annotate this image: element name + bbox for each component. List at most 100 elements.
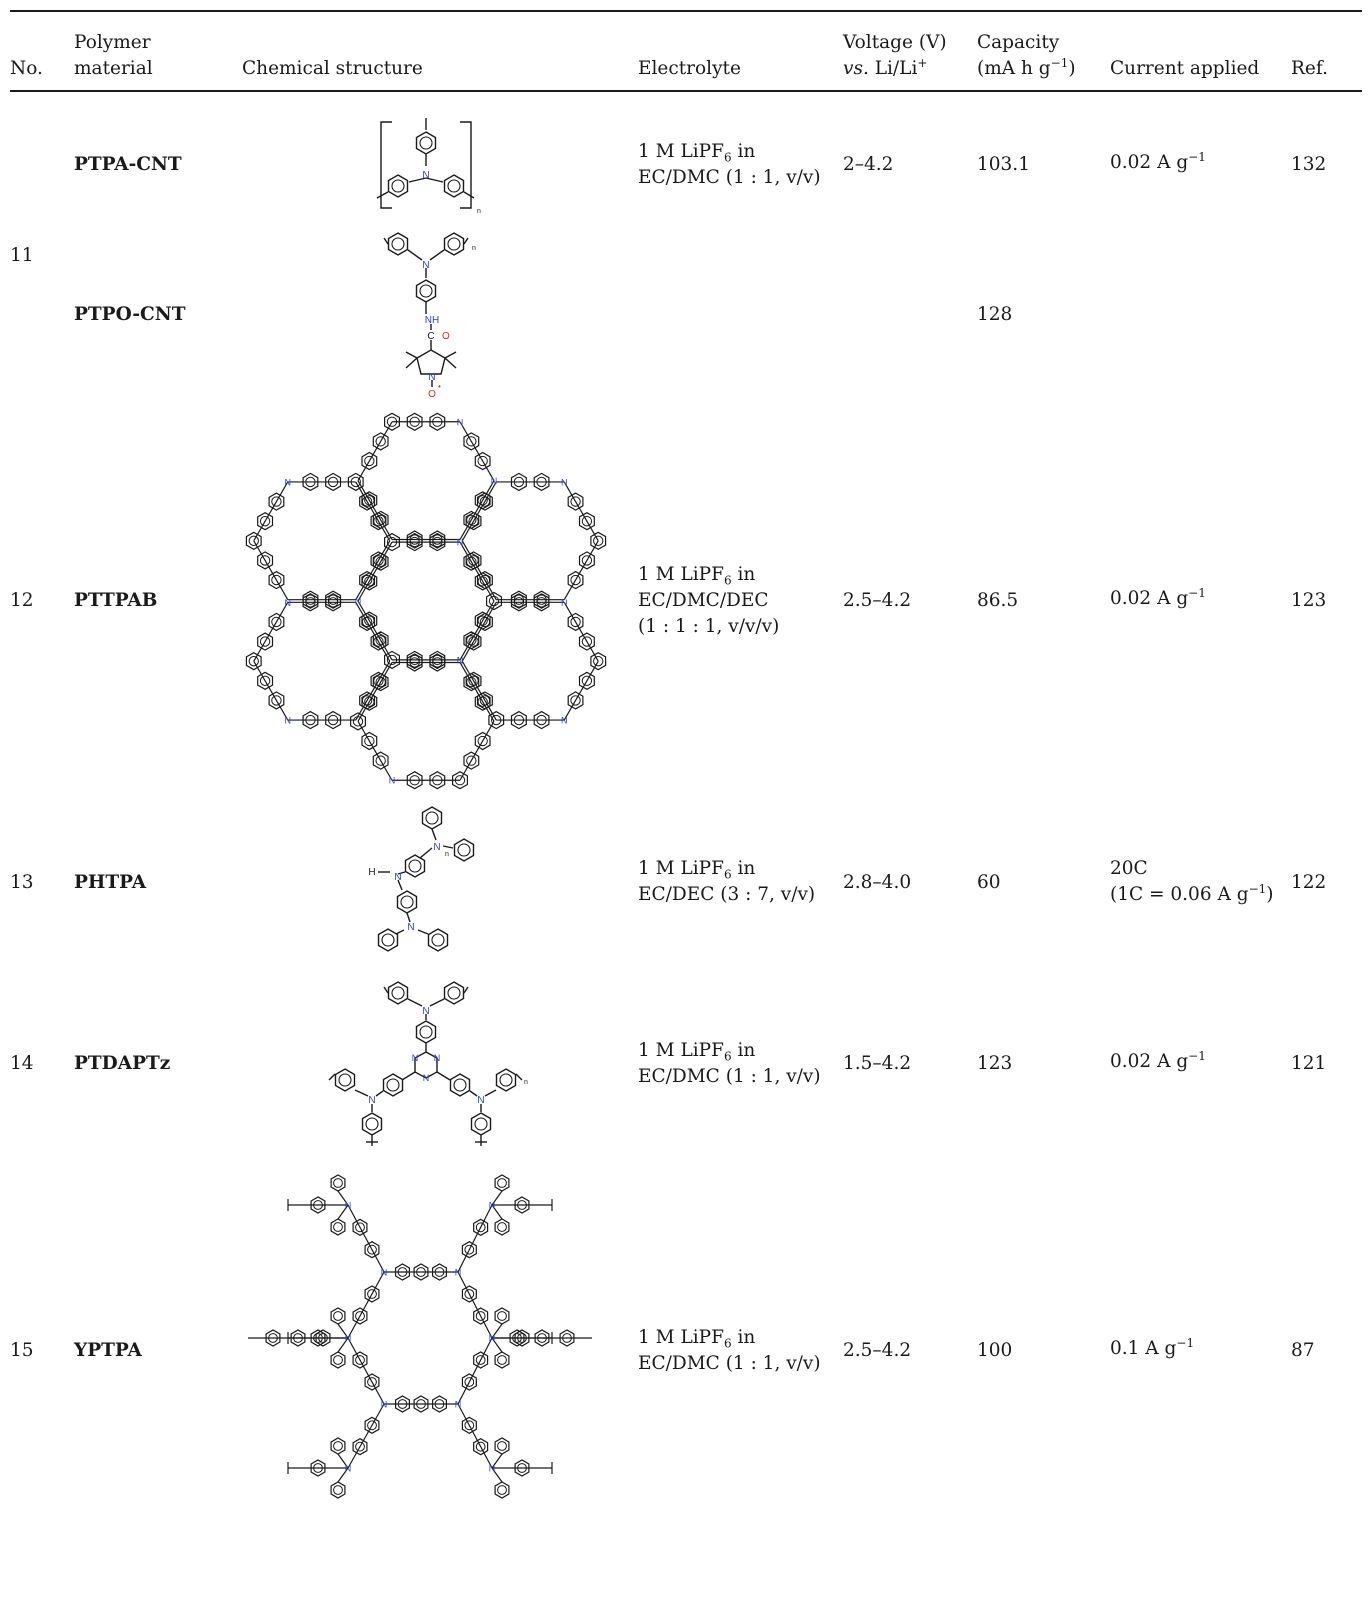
row-number: 13	[10, 872, 34, 893]
voltage-cell: 2.5–4.2	[843, 1340, 912, 1361]
atom-n: N	[434, 1053, 441, 1063]
atom-subscript: n	[524, 1079, 528, 1086]
header-voltage: Voltage (V) vs. Li/Li+	[843, 32, 947, 79]
aromatic-circle	[513, 714, 525, 726]
aromatic-circle	[409, 536, 420, 548]
bond	[347, 1337, 385, 1405]
aromatic-circle	[386, 416, 398, 427]
aromatic-circle	[333, 1311, 343, 1321]
polymer-name: PTPO-CNT	[74, 304, 186, 325]
bond	[563, 540, 599, 601]
capacity-cell: 60	[977, 872, 1001, 893]
benzene-ring	[265, 1329, 281, 1347]
bond	[457, 1271, 493, 1339]
aromatic-circle	[361, 695, 373, 706]
bond	[563, 660, 599, 721]
aromatic-circle	[593, 535, 604, 546]
aromatic-circle	[355, 1311, 365, 1321]
structure-phtpa	[377, 806, 475, 952]
benzene-ring	[590, 531, 607, 550]
aromatic-circle	[352, 716, 364, 727]
benzene-ring	[330, 1481, 346, 1499]
benzene-ring	[567, 570, 584, 590]
aromatic-circle	[248, 535, 259, 546]
benzene-ring	[302, 590, 319, 609]
aromatic-circle	[475, 1311, 486, 1321]
benzene-ring	[494, 1481, 510, 1499]
aromatic-circle	[517, 1200, 527, 1210]
atom-n: N	[285, 477, 292, 487]
capacity-cell: 100	[977, 1340, 1013, 1361]
bond	[459, 721, 495, 781]
bond	[457, 1337, 493, 1405]
benzene-ring	[578, 551, 595, 570]
aromatic-circle	[464, 1289, 475, 1299]
ref-cell: 123	[1291, 590, 1327, 611]
capacity-cell: 86.5	[977, 590, 1019, 611]
atom-n: N	[457, 655, 464, 665]
benzene-ring	[578, 632, 595, 651]
aromatic-circle	[259, 555, 271, 566]
benzene-ring	[461, 1285, 477, 1303]
benzene-ring	[514, 1196, 530, 1214]
aromatic-circle	[536, 597, 547, 608]
bond	[461, 601, 497, 662]
aromatic-circle	[581, 675, 593, 686]
benzene-ring	[567, 492, 584, 511]
benzene-ring	[452, 771, 468, 790]
benzene-ring	[486, 591, 502, 611]
benzene-ring	[325, 710, 342, 730]
aromatic-circle	[454, 775, 466, 786]
atom-n: N	[423, 1073, 430, 1083]
aromatic-circle	[409, 657, 420, 668]
benzene-ring	[359, 691, 376, 710]
benzene-ring	[509, 1329, 525, 1347]
aromatic-circle	[373, 675, 384, 686]
benzene-ring	[510, 472, 527, 492]
benzene-ring	[406, 530, 423, 549]
benzene-ring	[488, 710, 505, 730]
aromatic-circle	[409, 416, 420, 427]
electrolyte-cell: 1 M LiPF6 in EC/DMC (1 : 1, v/v)	[638, 141, 821, 188]
atom-n: N	[422, 1006, 429, 1017]
aromatic-circle	[364, 455, 375, 467]
bond	[459, 541, 495, 602]
benzene-ring	[361, 491, 378, 510]
aromatic-circle	[464, 1420, 475, 1431]
aromatic-circle	[259, 636, 271, 647]
aromatic-circle	[536, 476, 547, 488]
aromatic-circle	[581, 555, 593, 566]
benzene-ring	[352, 1218, 368, 1236]
atom-c: C	[427, 331, 434, 342]
benzene-ring	[578, 512, 595, 531]
benzene-ring	[473, 1218, 489, 1236]
aromatic-circle	[536, 594, 547, 605]
aromatic-circle	[409, 654, 420, 666]
benzene-ring	[372, 552, 389, 571]
benzene-ring	[533, 590, 550, 609]
bond	[491, 1467, 503, 1483]
capacity-cell: 128	[977, 304, 1013, 325]
benzene-ring	[494, 1218, 510, 1236]
bond	[337, 1453, 349, 1469]
atom-n: N	[457, 417, 464, 427]
benzene-ring	[473, 1307, 489, 1325]
benzene-ring	[406, 653, 423, 672]
benzene-ring	[364, 1373, 380, 1391]
atom-n: N	[489, 1201, 496, 1211]
benzene-ring	[364, 1285, 380, 1303]
aromatic-circle	[477, 735, 488, 747]
electrolyte-cell: 1 M LiPF6 in EC/DMC (1 : 1, v/v)	[638, 1327, 821, 1374]
benzene-ring	[429, 771, 446, 790]
benzene-ring	[465, 551, 482, 570]
aromatic-circle	[475, 1441, 486, 1452]
aromatic-circle	[271, 496, 282, 507]
atom-nh: NH	[425, 315, 439, 326]
atom-n: N	[345, 1201, 352, 1211]
bond	[457, 1204, 493, 1273]
aromatic-circle	[397, 1399, 408, 1409]
aromatic-circle	[259, 516, 271, 527]
aromatic-circle	[536, 714, 547, 726]
